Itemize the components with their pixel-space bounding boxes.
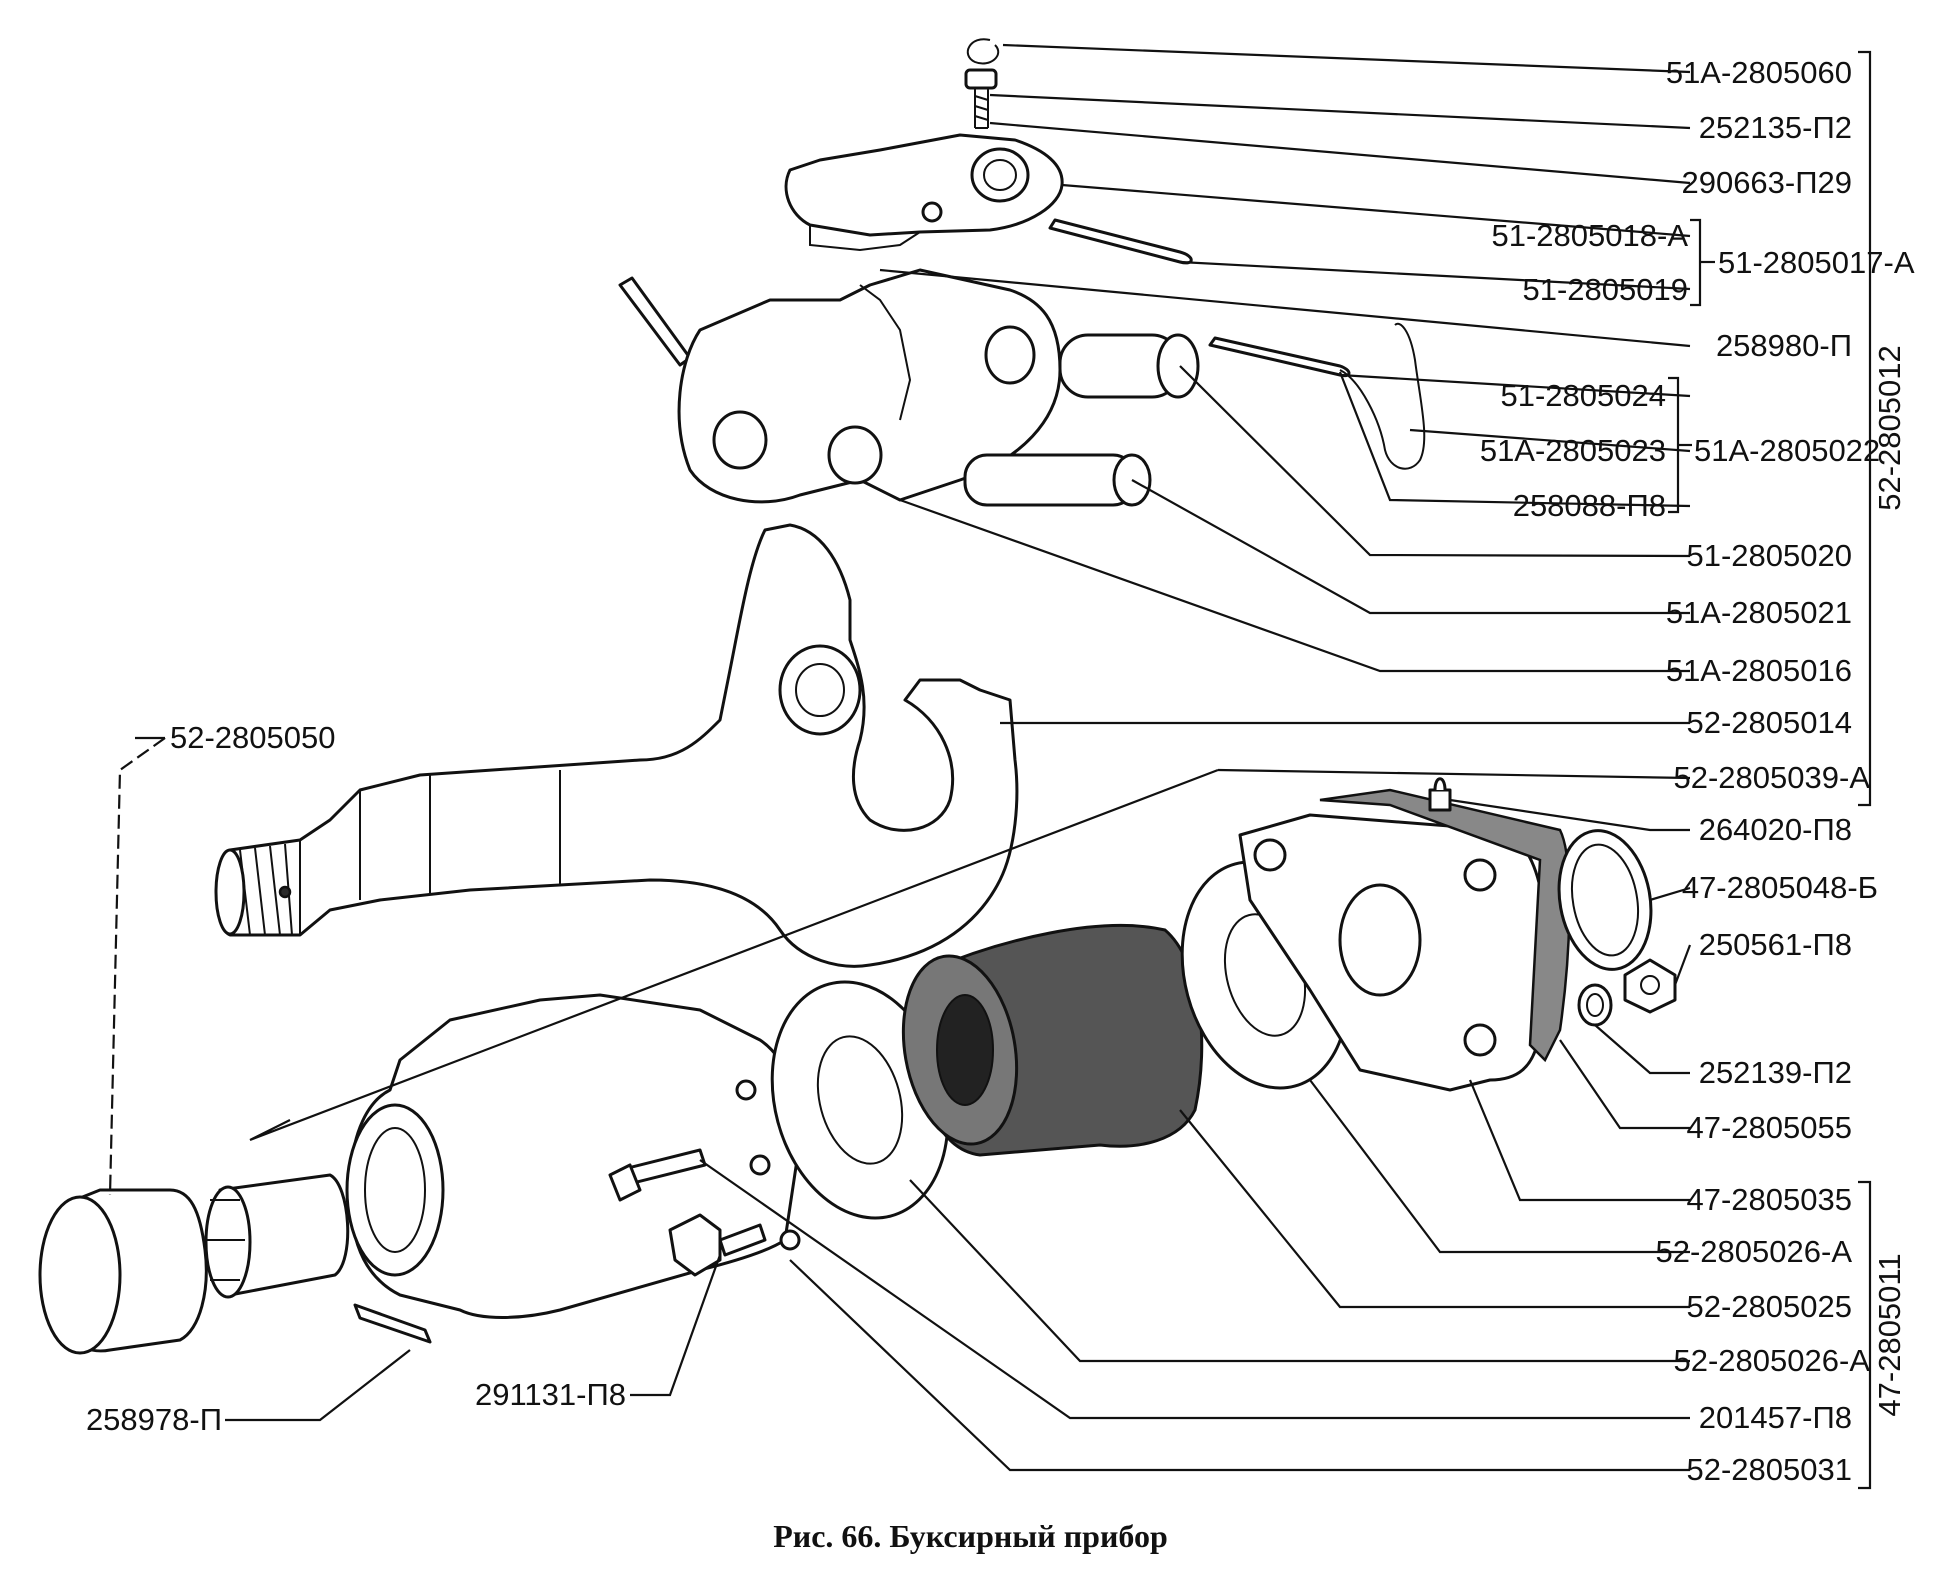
label-52-2805050: 52-2805050 <box>170 720 336 755</box>
latch-part <box>784 133 1064 252</box>
pin-lower-part <box>963 453 1152 507</box>
hook-body-part <box>214 523 1019 968</box>
parts-drawing <box>38 38 1677 1355</box>
label-52-2805014: 52-2805014 <box>1687 705 1853 740</box>
hook-jaw-part <box>677 268 1062 504</box>
label-47-2805055: 47-2805055 <box>1687 1110 1853 1145</box>
label-264020-p8: 264020-П8 <box>1699 812 1852 847</box>
bolt-part <box>608 1148 767 1277</box>
cotter-pin-part <box>1048 218 1193 265</box>
label-258978-p: 258978-П <box>86 1402 222 1437</box>
figure-caption: Рис. 66. Буксирный прибор <box>773 1518 1168 1554</box>
label-52-2805026-a-lower: 52-2805026-А <box>1674 1343 1871 1378</box>
label-52-2805031: 52-2805031 <box>1687 1452 1853 1487</box>
rubber-bushing-part <box>901 924 1204 1157</box>
label-51a-2805016: 51А-2805016 <box>1666 653 1852 688</box>
cotter-part <box>353 1303 432 1344</box>
label-291131-p8: 291131-П8 <box>475 1377 626 1412</box>
split-ring-part <box>964 38 1000 129</box>
label-51-2805018-a: 51-2805018-А <box>1492 218 1689 253</box>
flange-part <box>1238 813 1547 1092</box>
castle-nut-part <box>204 1173 350 1299</box>
cap-part <box>38 1188 208 1355</box>
small-pin-part <box>618 276 692 367</box>
leader-lines <box>108 43 1692 1472</box>
spring-washer-part <box>1577 983 1613 1027</box>
chain-part <box>1208 322 1426 470</box>
label-51a-2805022: 51А-2805022 <box>1694 433 1880 468</box>
part-labels: 51А-2805060 252135-П2 290663-П29 51-2805… <box>86 55 1915 1487</box>
label-group-47-2805011: 47-2805011 <box>1872 1253 1907 1416</box>
housing-part <box>345 993 803 1319</box>
label-258980-p: 258980-П <box>1716 328 1852 363</box>
label-52-2805039-a: 52-2805039-А <box>1674 760 1871 795</box>
label-51a-2805021: 51А-2805021 <box>1666 595 1852 630</box>
group-brackets <box>1668 50 1872 1490</box>
label-47-2805048-b: 47-2805048-Б <box>1682 870 1878 905</box>
label-51-2805017-a: 51-2805017-А <box>1718 245 1915 280</box>
ring-part <box>1557 829 1653 971</box>
label-51a-2805060: 51А-2805060 <box>1666 55 1852 90</box>
label-51-2805019: 51-2805019 <box>1523 272 1689 307</box>
label-51a-2805023: 51А-2805023 <box>1480 433 1666 468</box>
label-252139-p2: 252139-П2 <box>1699 1055 1852 1090</box>
label-47-2805035: 47-2805035 <box>1687 1182 1853 1217</box>
label-252135-p2: 252135-П2 <box>1699 110 1852 145</box>
label-258088-p8: 258088-П8 <box>1513 488 1666 523</box>
nut-part <box>1623 958 1677 1014</box>
label-250561-p8: 250561-П8 <box>1699 927 1852 962</box>
label-201457-p8: 201457-П8 <box>1699 1400 1852 1435</box>
label-group-52-2805012: 52-2805012 <box>1872 345 1907 511</box>
grease-fitting-part <box>1428 777 1452 812</box>
pin-upper-part <box>1058 333 1200 399</box>
label-290663-p29: 290663-П29 <box>1681 165 1852 200</box>
label-52-2805026-a-upper: 52-2805026-А <box>1656 1234 1853 1269</box>
gasket-part <box>1319 788 1571 1063</box>
label-51-2805024: 51-2805024 <box>1501 378 1667 413</box>
label-52-2805025: 52-2805025 <box>1687 1289 1853 1324</box>
label-51-2805020: 51-2805020 <box>1687 538 1853 573</box>
